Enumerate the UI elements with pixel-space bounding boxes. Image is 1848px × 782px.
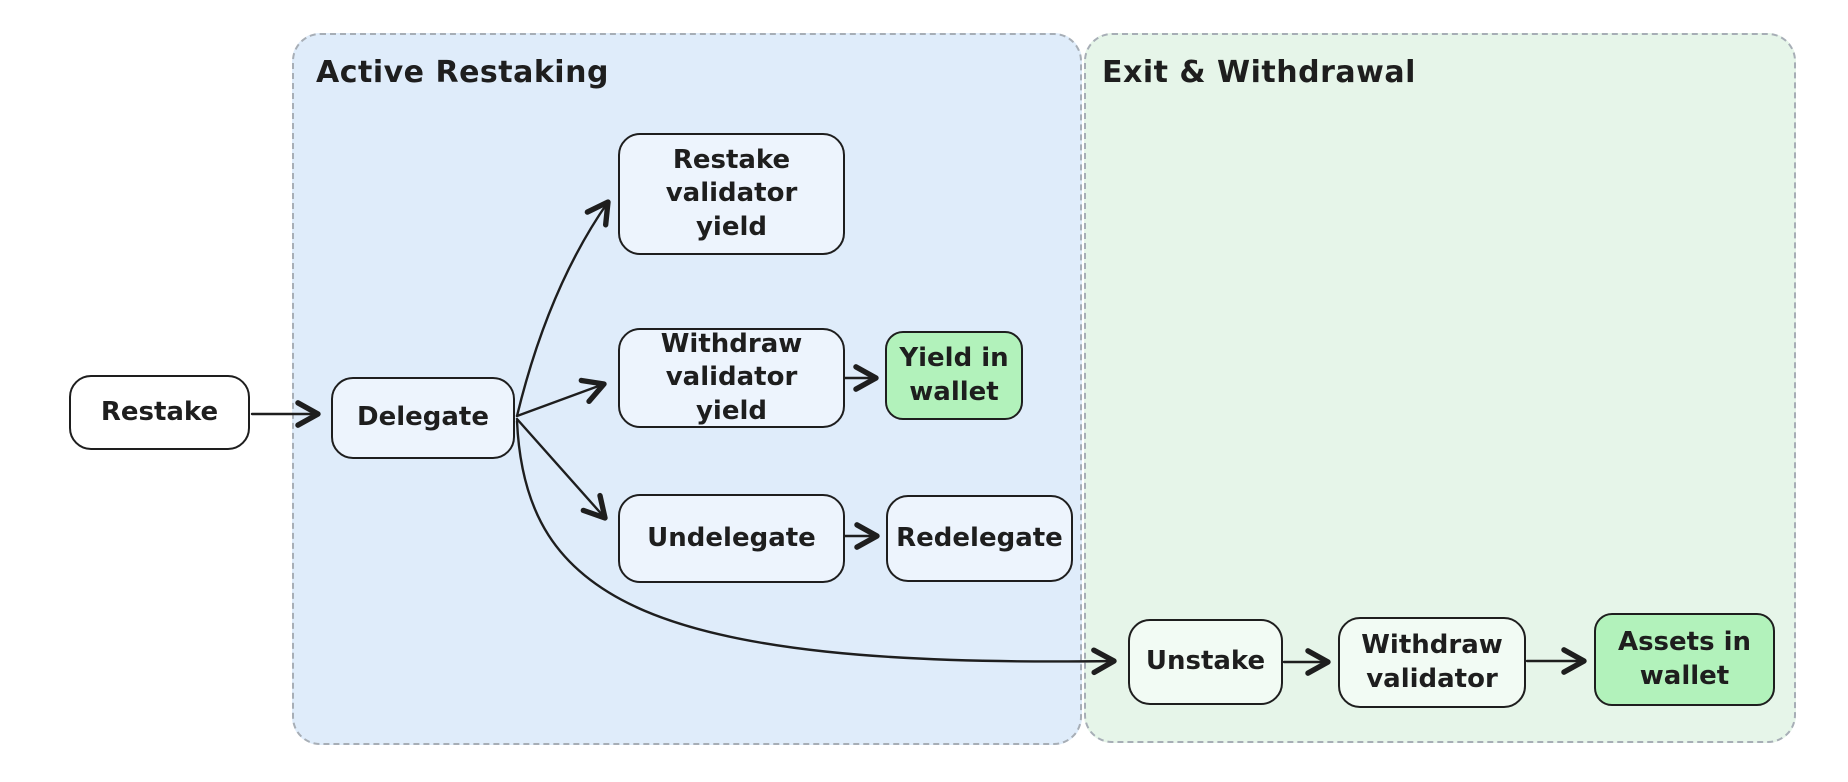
node-redelegate: Redelegate <box>886 495 1073 582</box>
node-unstake-label: Unstake <box>1145 646 1266 677</box>
node-restake-validator-yield-label: Restake validator yield <box>665 145 798 242</box>
node-withdraw-validator: Withdraw validator <box>1338 617 1526 708</box>
node-undelegate: Undelegate <box>618 494 845 583</box>
node-restake-validator-yield: Restake validator yield <box>618 133 845 255</box>
node-redelegate-label: Redelegate <box>896 522 1063 553</box>
node-delegate: Delegate <box>331 377 515 459</box>
container-active-restaking-label: Active Restaking <box>316 55 609 90</box>
node-withdraw-validator-label: Withdraw validator <box>1361 630 1503 694</box>
node-assets-in-wallet: Assets in wallet <box>1594 613 1775 706</box>
node-undelegate-label: Undelegate <box>647 522 816 553</box>
node-withdraw-validator-yield-label: Withdraw validator yield <box>660 329 803 426</box>
node-unstake: Unstake <box>1128 619 1283 705</box>
node-restake-label: Restake <box>100 396 219 427</box>
container-exit-withdrawal-label: Exit & Withdrawal <box>1102 55 1416 90</box>
node-assets-in-wallet-label: Assets in wallet <box>1617 627 1752 691</box>
node-yield-in-wallet: Yield in wallet <box>885 331 1023 420</box>
node-withdraw-validator-yield: Withdraw validator yield <box>618 328 845 428</box>
node-restake: Restake <box>69 375 250 450</box>
node-yield-in-wallet-label: Yield in wallet <box>899 343 1009 407</box>
node-delegate-label: Delegate <box>357 402 489 433</box>
